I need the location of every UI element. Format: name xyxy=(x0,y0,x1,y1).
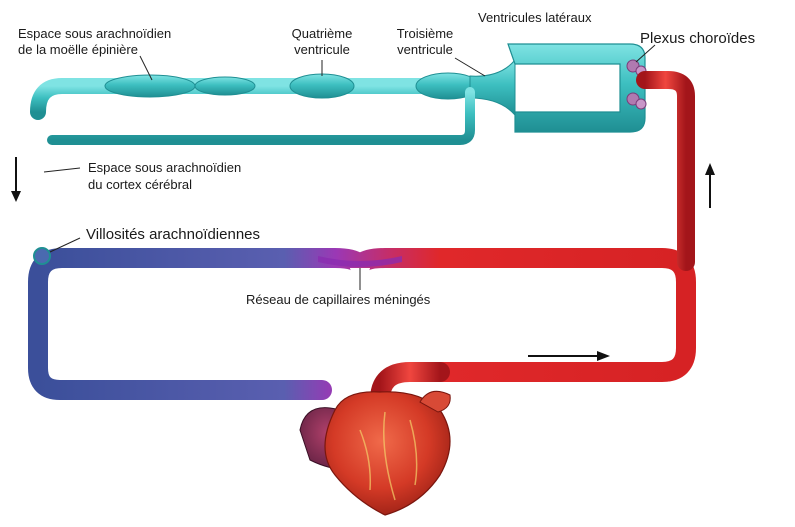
lateral-ventricles xyxy=(508,44,645,132)
label-spinal-subarachnoid-2: de la moëlle épinière xyxy=(18,42,138,58)
heart xyxy=(300,391,450,515)
leader-third xyxy=(455,58,485,76)
csf-inner-return-tube xyxy=(52,92,470,140)
label-spinal-subarachnoid-1: Espace sous arachnoïdien xyxy=(18,26,171,42)
arterial-vessel-to-plexus xyxy=(645,80,686,262)
label-third-ventricle-1: Troisième xyxy=(392,26,458,42)
up-arrow-icon xyxy=(705,163,715,208)
label-fourth-ventricle-2: ventricule xyxy=(290,42,354,58)
right-arrow-icon xyxy=(528,351,610,361)
label-arachnoid-villi: Villosités arachnoïdiennes xyxy=(86,226,260,244)
funnel-to-lateral-ventricles xyxy=(470,60,515,115)
csf-system xyxy=(38,44,646,250)
label-cortex-subarachnoid-2: du cortex cérébral xyxy=(88,177,192,193)
down-arrow-icon xyxy=(11,157,21,202)
meningeal-loop-outer xyxy=(38,258,686,390)
arachnoid-villi-junction xyxy=(34,248,50,264)
label-third-ventricle-2: ventricule xyxy=(392,42,458,58)
leader-cortex xyxy=(44,168,80,172)
label-lateral-ventricles: Ventricules latéraux xyxy=(478,10,591,26)
spinal-subarachnoid-bulge-2 xyxy=(195,77,255,95)
label-cortex-subarachnoid-1: Espace sous arachnoïdien xyxy=(88,160,241,176)
heart-body xyxy=(325,392,450,515)
label-meningeal-capillaries: Réseau de capillaires méningés xyxy=(246,292,430,308)
fourth-ventricle-bulge xyxy=(290,74,354,98)
label-fourth-ventricle-1: Quatrième xyxy=(290,26,354,42)
spinal-subarachnoid-bulge xyxy=(105,75,195,97)
label-choroid-plexus: Plexus choroïdes xyxy=(640,30,755,48)
